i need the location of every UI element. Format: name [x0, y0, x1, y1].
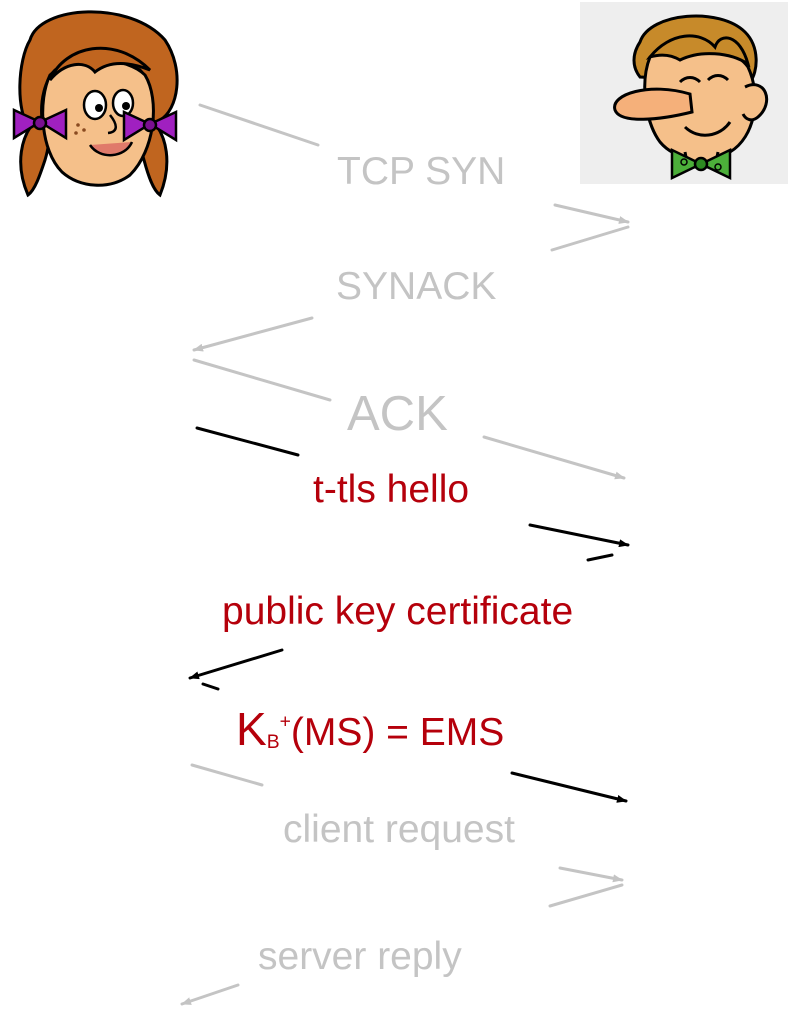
boy-server-icon	[613, 14, 769, 180]
label-tcp-syn: TCP SYN	[337, 150, 506, 193]
arrow-server-reply	[180, 983, 240, 1006]
girl-client-icon	[12, 10, 179, 198]
arrow-synack	[192, 316, 314, 352]
arrow-ack	[482, 435, 626, 480]
arrow-client-request	[190, 763, 622, 880]
arrow-public-key-tail	[201, 682, 220, 691]
ems-key-superscript: +	[279, 711, 291, 733]
arrow-tcp-syn-echo	[550, 225, 630, 252]
label-ems: KB+(MS) = EMS	[236, 706, 504, 752]
ems-key-subscript: B	[266, 731, 280, 753]
label-server-reply: server reply	[258, 935, 462, 978]
arrow-tcp-syn	[198, 103, 628, 222]
arrow-tls-hello-echo	[586, 553, 614, 562]
label-ack: ACK	[347, 387, 448, 441]
label-synack: SYNACK	[336, 265, 497, 308]
arrow-public-key-certificate	[188, 648, 284, 680]
arrow-client-request-echo	[548, 883, 624, 908]
arrow-ems	[510, 771, 628, 803]
ems-key-base: K	[236, 703, 267, 755]
server-avatar	[580, 2, 788, 184]
label-tls-hello: t-tls hello	[313, 468, 470, 511]
client-avatar	[0, 0, 190, 200]
label-client-request: client request	[283, 808, 515, 851]
label-public-key-certificate: public key certificate	[222, 590, 574, 633]
ems-rest: (MS) = EMS	[290, 711, 505, 754]
arrow-tls-hello-right	[528, 523, 630, 548]
arrow-synack-echo	[192, 358, 332, 402]
arrow-tls-hello	[195, 426, 300, 457]
